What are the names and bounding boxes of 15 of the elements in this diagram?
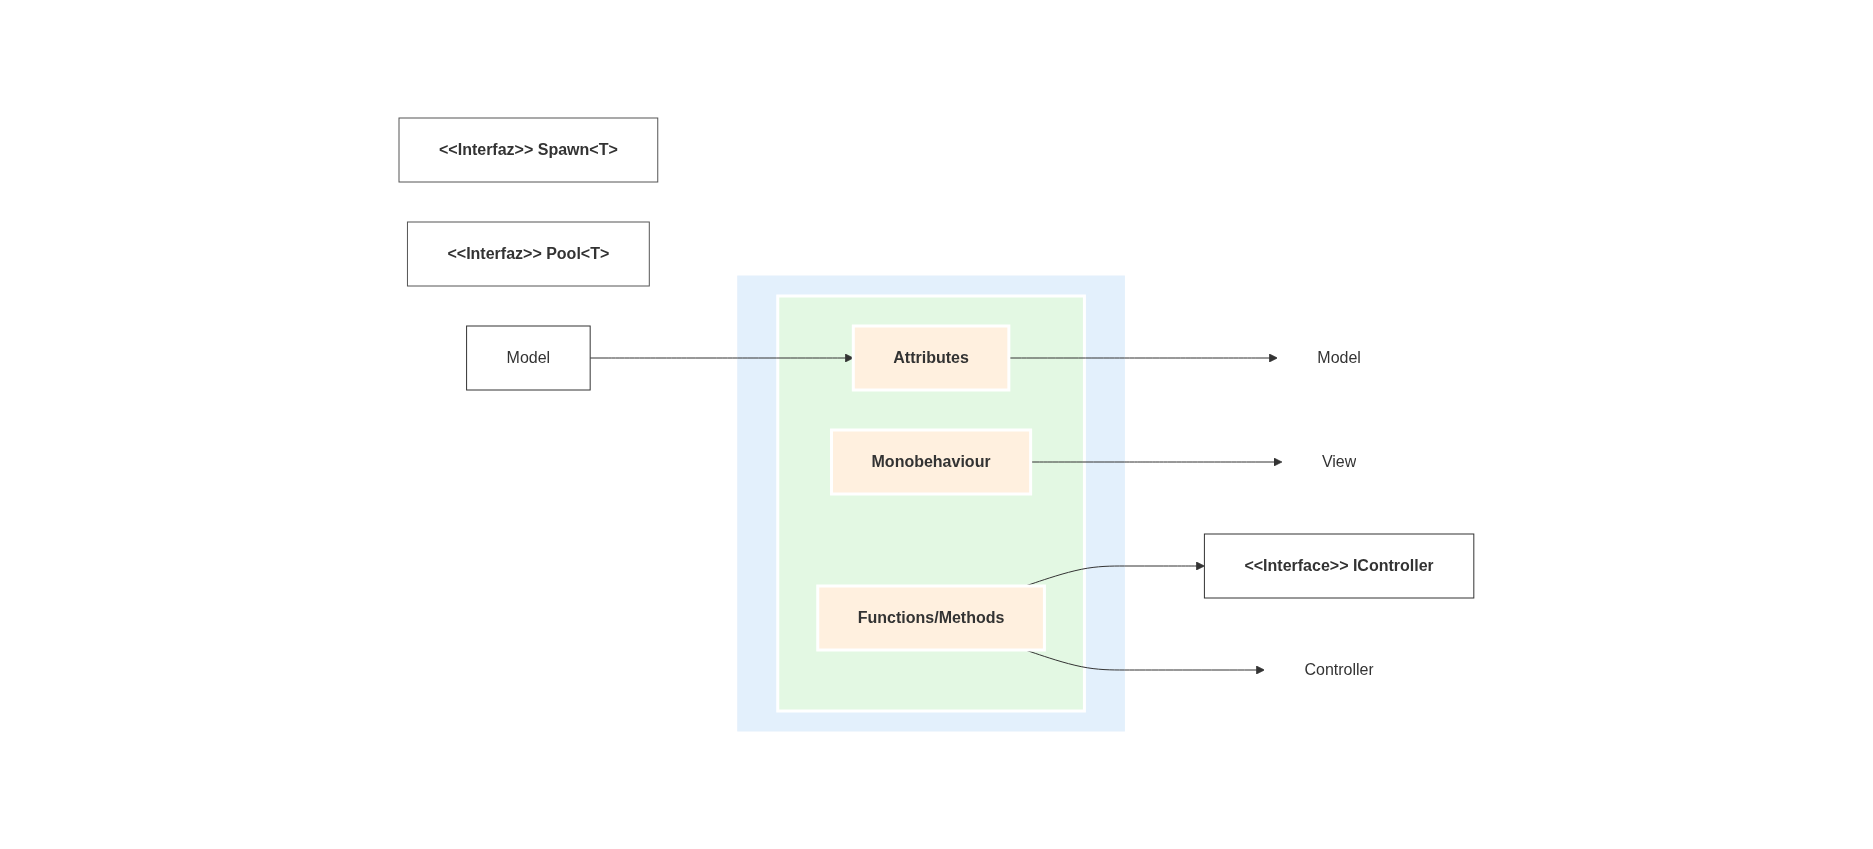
node-box: <<Interface>> IController: [1204, 533, 1475, 599]
arrow: [1030, 457, 1283, 467]
arrow: [1008, 353, 1278, 363]
node-text: Model: [1317, 349, 1361, 366]
node-text: View: [1322, 453, 1357, 470]
node-box: Model: [466, 325, 591, 391]
cluster: [737, 275, 1125, 732]
node-box: Attributes: [851, 324, 1011, 392]
node-box: <<Interfaz>> Pool<T>: [407, 221, 650, 287]
node-box: Monobehaviour: [830, 428, 1033, 496]
arrow: [589, 353, 854, 363]
node-text: Controller: [1304, 661, 1374, 678]
node-box: <<Interfaz>> Spawn<T>: [398, 117, 659, 183]
cluster: [776, 294, 1086, 713]
node-box: Functions/Methods: [816, 584, 1046, 652]
